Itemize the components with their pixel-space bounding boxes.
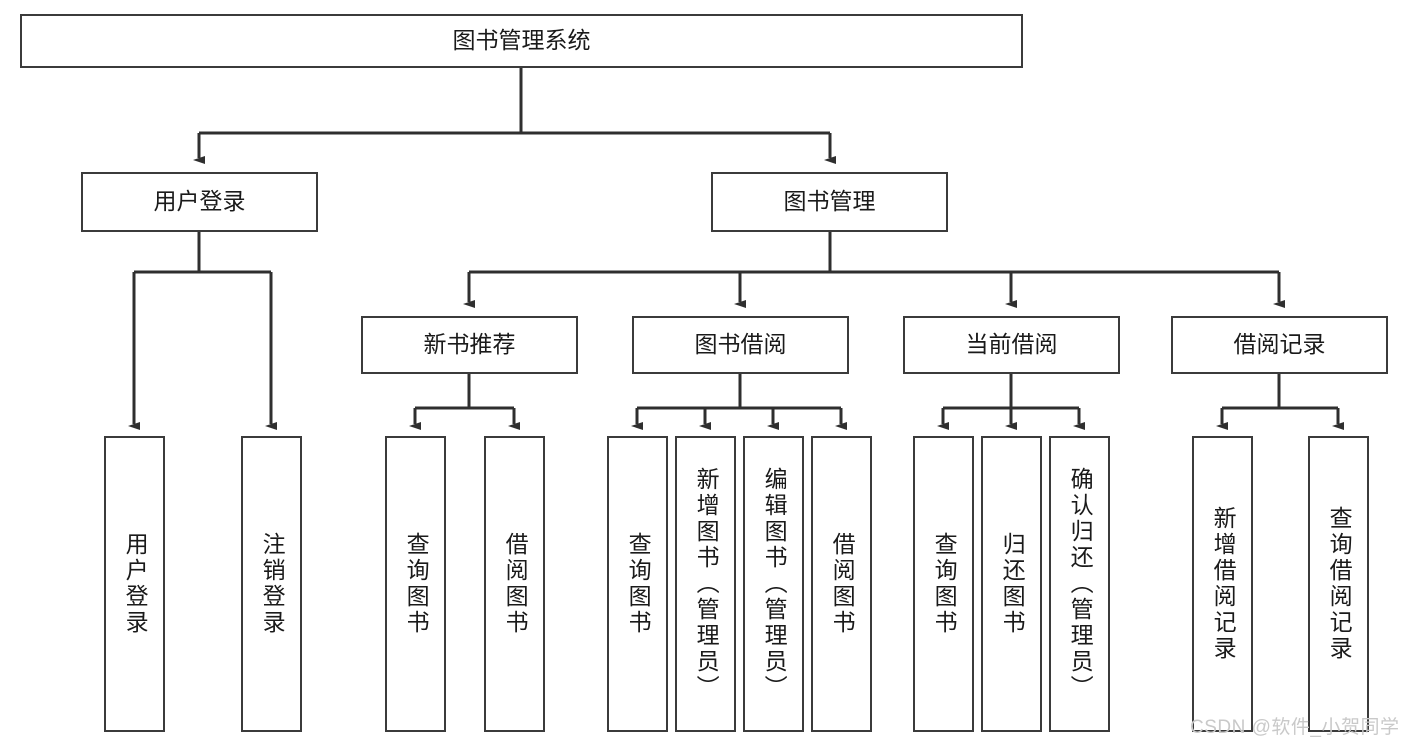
node-label: 当前借阅 bbox=[965, 331, 1058, 358]
node-leaf-logout[interactable]: 注销登录 bbox=[241, 436, 302, 732]
node-book-borrow[interactable]: 图书借阅 bbox=[632, 316, 849, 374]
node-leaf-borrow-book-2[interactable]: 借阅图书 bbox=[811, 436, 872, 732]
node-label: 查询图书 bbox=[625, 532, 652, 636]
node-label: 查询图书 bbox=[931, 532, 958, 636]
node-leaf-borrow-book-1[interactable]: 借阅图书 bbox=[484, 436, 545, 732]
node-leaf-user-login[interactable]: 用户登录 bbox=[104, 436, 165, 732]
node-leaf-edit-book[interactable]: 编辑图书（管理员） bbox=[743, 436, 804, 732]
node-label: 图书借阅 bbox=[694, 331, 787, 358]
node-label: 用户登录 bbox=[153, 188, 246, 215]
node-leaf-query-book-3[interactable]: 查询图书 bbox=[913, 436, 974, 732]
node-leaf-confirm-return[interactable]: 确认归还（管理员） bbox=[1049, 436, 1110, 732]
node-current-borrow[interactable]: 当前借阅 bbox=[903, 316, 1120, 374]
node-leaf-query-book-2[interactable]: 查询图书 bbox=[607, 436, 668, 732]
node-new-book-recommend[interactable]: 新书推荐 bbox=[361, 316, 578, 374]
node-label: 新书推荐 bbox=[423, 331, 516, 358]
node-label: 查询图书 bbox=[403, 532, 430, 636]
node-label: 用户登录 bbox=[122, 532, 149, 636]
node-user-login[interactable]: 用户登录 bbox=[81, 172, 318, 232]
node-book-manage[interactable]: 图书管理 bbox=[711, 172, 948, 232]
node-leaf-add-book[interactable]: 新增图书（管理员） bbox=[675, 436, 736, 732]
node-label: 图书管理系统 bbox=[452, 27, 591, 54]
node-label: 确认归还（管理员） bbox=[1067, 467, 1094, 701]
node-system-root[interactable]: 图书管理系统 bbox=[20, 14, 1023, 68]
node-label: 归还图书 bbox=[999, 532, 1026, 636]
node-leaf-query-record[interactable]: 查询借阅记录 bbox=[1308, 436, 1369, 732]
node-label: 编辑图书（管理员） bbox=[761, 467, 788, 701]
node-label: 借阅图书 bbox=[502, 532, 529, 636]
node-label: 借阅图书 bbox=[829, 532, 856, 636]
node-label: 查询借阅记录 bbox=[1326, 506, 1353, 662]
node-borrow-record[interactable]: 借阅记录 bbox=[1171, 316, 1388, 374]
node-leaf-return-book[interactable]: 归还图书 bbox=[981, 436, 1042, 732]
node-label: 新增图书（管理员） bbox=[693, 467, 720, 701]
node-label: 图书管理 bbox=[783, 188, 876, 215]
node-label: 注销登录 bbox=[259, 532, 286, 636]
node-leaf-add-record[interactable]: 新增借阅记录 bbox=[1192, 436, 1253, 732]
node-leaf-query-book-1[interactable]: 查询图书 bbox=[385, 436, 446, 732]
node-label: 借阅记录 bbox=[1233, 331, 1326, 358]
node-label: 新增借阅记录 bbox=[1210, 506, 1237, 662]
